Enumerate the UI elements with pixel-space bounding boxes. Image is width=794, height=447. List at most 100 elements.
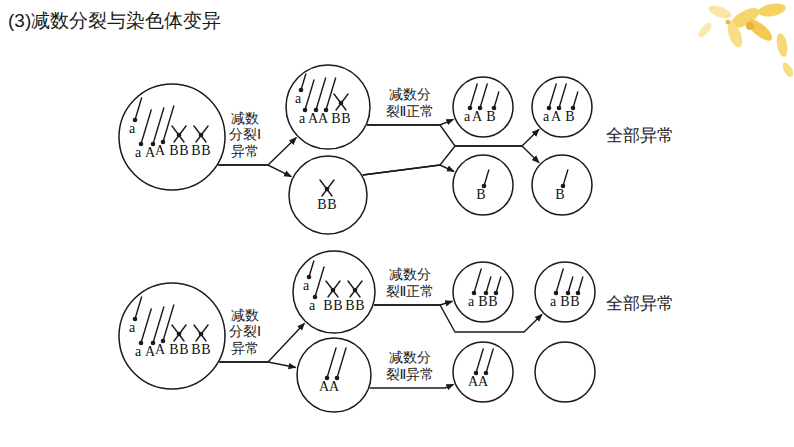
gene-letter: A (472, 110, 482, 124)
chromosomes (472, 269, 501, 295)
gene-letter: a (550, 295, 556, 309)
cell-outline (531, 76, 593, 138)
gene-letter: A (318, 112, 328, 126)
division-arrow (218, 165, 291, 177)
gene-letter: B (323, 299, 332, 313)
gene-letter: a (468, 295, 474, 309)
gene-letter: B (486, 110, 495, 124)
gene-letter: A (478, 375, 488, 389)
cell-circle: AA (296, 337, 372, 413)
chromosomes (320, 180, 334, 196)
division-arrow (363, 146, 539, 175)
cell-outline (452, 154, 514, 216)
gene-letter: B (570, 295, 579, 309)
arrow-label: 减数 分裂Ⅰ 异常 (228, 307, 262, 357)
cell-circle: aBB (452, 261, 514, 323)
gene-letter: A (551, 110, 561, 124)
cell-outline (118, 282, 226, 390)
gene-letter: a (303, 279, 309, 293)
cell-outline (288, 155, 368, 235)
gene-letter: A (155, 144, 165, 158)
chromosomes (554, 269, 583, 295)
cell-circle: aBB (534, 261, 596, 323)
cell-circle: B (452, 154, 514, 216)
cell-outline (534, 261, 596, 323)
chromosomes (307, 261, 362, 299)
cell-circle: BB (288, 155, 368, 235)
cell-outline (285, 64, 371, 150)
empty-cell (535, 342, 595, 402)
arrow-label: 减数分 裂Ⅱ正常 (385, 266, 436, 300)
chromosomes (133, 297, 208, 345)
cell-circle: aAB (531, 76, 593, 138)
chromosomes (133, 98, 208, 146)
gene-letter: a (309, 299, 315, 313)
arrow-label: 减数分 裂Ⅱ正常 (385, 86, 436, 120)
gene-letter: B (201, 144, 210, 158)
gene-letter: B (345, 299, 354, 313)
gene-letter: A (329, 380, 339, 394)
gene-letter: B (179, 343, 188, 357)
gene-letter: A (155, 343, 165, 357)
gene-letter: A (468, 375, 478, 389)
chromosomes (325, 348, 346, 380)
gene-letter: A (308, 112, 318, 126)
gene-letter: B (341, 112, 350, 126)
cell-circle: aaBBBB (292, 250, 376, 334)
chromosomes (547, 84, 578, 110)
division-arrow (367, 119, 453, 125)
gene-letter: B (191, 343, 200, 357)
gene-letter: a (135, 146, 141, 160)
flower-decoration (696, 2, 794, 79)
gene-letter: a (543, 110, 549, 124)
gene-letter: A (319, 380, 329, 394)
cell-circle: aAB (452, 76, 514, 138)
cell-outline (452, 341, 514, 403)
gene-letter: B (355, 299, 364, 313)
cell-circle: AA (452, 341, 514, 403)
gene-letter: B (317, 198, 326, 212)
gene-letter: B (201, 343, 210, 357)
gene-letter: B (179, 144, 188, 158)
division-arrow (370, 384, 454, 388)
cell-outline (452, 76, 514, 138)
result-note: 全部异常 (606, 292, 674, 315)
gene-letter: B (191, 144, 200, 158)
gene-letter: B (560, 295, 569, 309)
cell-circle: aaAABBBB (118, 282, 226, 390)
chromosomes (561, 170, 568, 188)
chromosomes (474, 349, 494, 375)
gene-letter: a (129, 122, 135, 136)
gene-letter: B (169, 343, 178, 357)
chromosomes (468, 84, 499, 110)
arrow-label: 减数 分裂Ⅰ 异常 (228, 110, 262, 160)
cell-circle: aaAABBBB (118, 83, 226, 191)
chromosomes (299, 74, 348, 112)
gene-letter: B (478, 295, 487, 309)
cell-outline (118, 83, 226, 191)
cell-circle: B (531, 154, 593, 216)
cell-outline (296, 337, 372, 413)
arrow-label: 减数分 裂Ⅱ异常 (385, 349, 436, 383)
gene-letter: B (169, 144, 178, 158)
division-arrow (219, 362, 295, 367)
gene-letter: a (299, 112, 305, 126)
gene-letter: B (555, 188, 564, 202)
gene-letter: A (145, 146, 155, 160)
slide-title: (3)减数分裂与染色体变异 (8, 8, 221, 34)
gene-letter: a (295, 92, 301, 106)
cell-outline (531, 154, 593, 216)
division-arrow (367, 125, 539, 146)
chromosomes (482, 170, 489, 188)
result-note: 全部异常 (606, 124, 674, 147)
gene-letter: a (129, 321, 135, 335)
gene-letter: a (135, 345, 141, 359)
cell-outline (452, 261, 514, 323)
gene-letter: B (333, 299, 342, 313)
cell-circle: aaAABB (285, 64, 371, 150)
gene-letter: B (327, 198, 336, 212)
gene-letter: B (476, 188, 485, 202)
gene-letter: B (331, 112, 340, 126)
gene-letter: A (145, 345, 155, 359)
gene-letter: B (488, 295, 497, 309)
